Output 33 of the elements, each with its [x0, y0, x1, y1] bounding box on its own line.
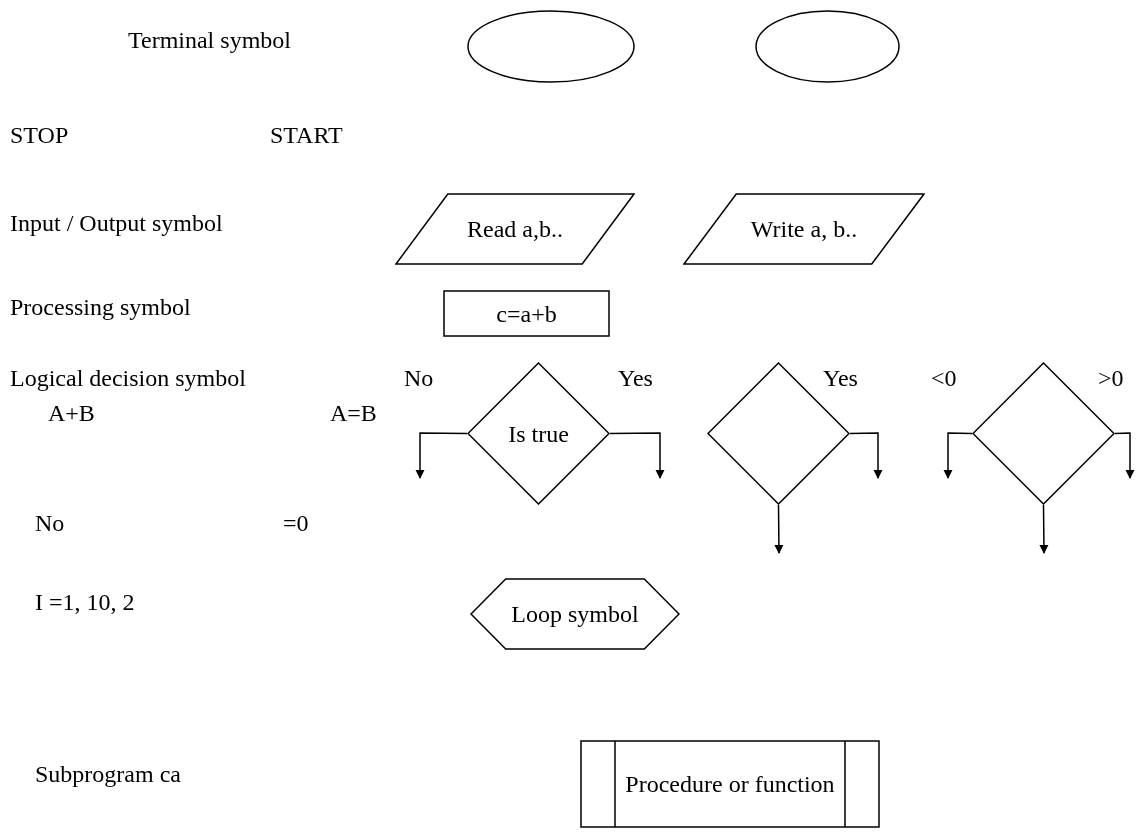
arrow: [849, 432, 883, 479]
text-label: STOP: [10, 123, 69, 147]
text-label: Logical decision symbol: [10, 366, 246, 390]
arrow: [1114, 432, 1135, 479]
text-label: Subprogram ca: [35, 762, 181, 786]
text-label: No: [35, 511, 65, 535]
terminal-ellipse: [755, 10, 900, 83]
text-label: A=B: [330, 401, 377, 425]
text-label: I =1, 10, 2: [35, 590, 135, 614]
text-label: START: [270, 123, 343, 147]
node-label: Loop symbol: [511, 602, 639, 626]
text-label: =0: [283, 511, 309, 535]
arrow: [774, 504, 784, 554]
loop-hexagon: [470, 578, 680, 650]
terminal-ellipse: [467, 10, 635, 83]
node-label: Procedure or function: [625, 772, 835, 796]
node-label: Is true: [508, 421, 569, 446]
node-label: Write a, b..: [750, 217, 858, 241]
node-label: Read a,b..: [467, 217, 563, 241]
arrow: [609, 432, 665, 479]
input-output-parallelogram: [395, 193, 635, 265]
decision-diamond: [467, 362, 610, 505]
subprogram-box: [580, 740, 880, 828]
node-label: c=a+b: [496, 301, 557, 326]
arrow: [1039, 504, 1049, 554]
text-label: Processing symbol: [10, 295, 191, 319]
text-label: Terminal symbol: [128, 28, 291, 52]
input-output-parallelogram: [683, 193, 925, 265]
arrow: [415, 432, 468, 479]
text-label: A+B: [48, 401, 95, 425]
text-label: Input / Output symbol: [10, 211, 223, 235]
process-box: [443, 290, 610, 337]
arrow: [943, 432, 973, 479]
